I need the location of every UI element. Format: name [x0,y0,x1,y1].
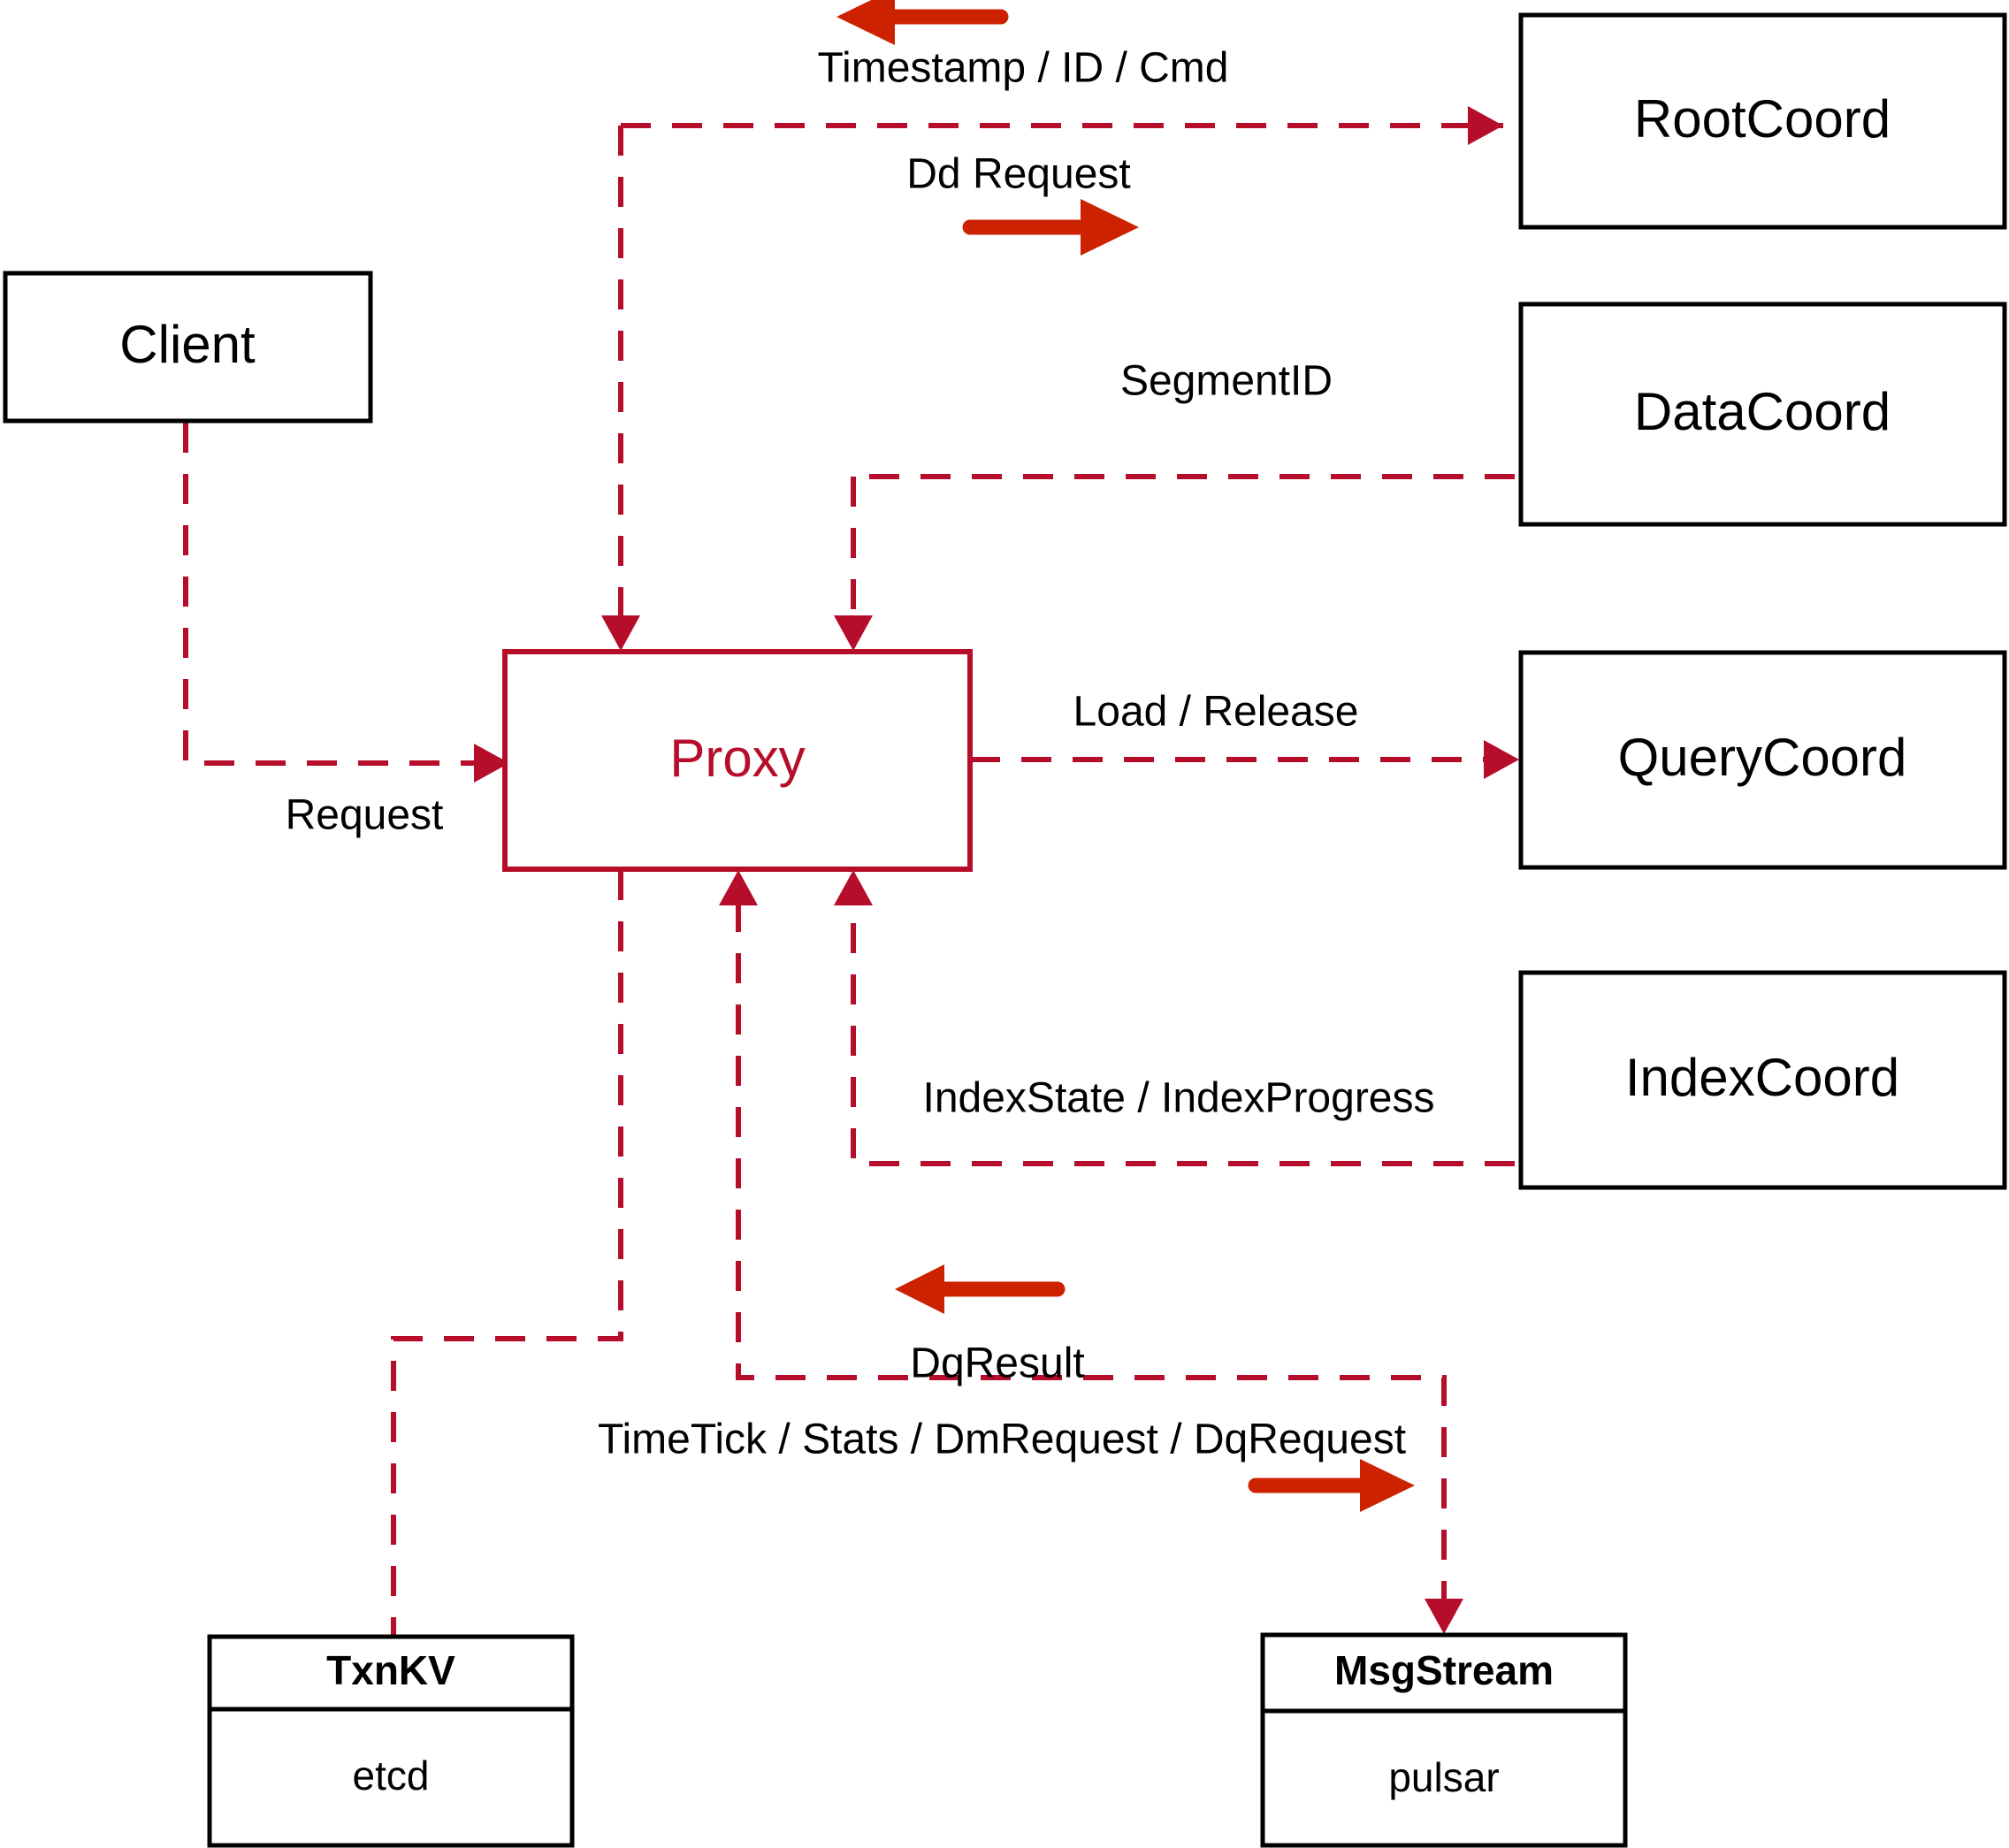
node-rootcoord[interactable]: RootCoord [1518,12,2007,230]
edge-label-request: Request [286,792,444,839]
edge-label-timestamp-id-cmd: Timestamp / ID / Cmd [818,45,1229,92]
arrowhead-querycoord [1484,740,1519,779]
datacoord-box[interactable] [1518,302,2007,527]
indexcoord-box[interactable] [1518,970,2007,1190]
flow-arrow-timestamp-left [836,0,1009,45]
indexcoord-label: IndexCoord [1625,1048,1899,1107]
node-client[interactable]: Client [3,271,373,424]
edge-label-segment-id: SegmentID [1120,358,1333,405]
edge-label-timetick-stats: TimeTick / Stats / DmRequest / DqRequest [598,1417,1406,1463]
flow-arrow-dd-request-right [962,199,1139,256]
arrowhead-proxy-top-right [834,615,873,651]
edge-label-dq-result: DqResult [910,1340,1084,1387]
flow-arrow-timetick-right [1248,1459,1415,1512]
arrowhead-proxy-bottom-mid [719,870,758,905]
edge-path-indexcoord [851,902,1515,1166]
edge-path-msgstream [736,902,1447,1609]
node-txnkv[interactable]: TxnKV etcd [207,1634,575,1848]
querycoord-box[interactable] [1518,650,2007,870]
msgstream-label: MsgStream [1334,1647,1554,1693]
arrowhead-proxy-left [474,744,509,783]
client-label: Client [119,315,256,374]
arrowhead-msgstream [1425,1599,1463,1634]
rootcoord-box[interactable] [1518,12,2007,230]
node-datacoord[interactable]: DataCoord [1518,302,2007,527]
edge-path-txnkv [391,870,623,1637]
client-box[interactable] [3,271,373,424]
txnkv-box[interactable] [207,1634,575,1848]
node-msgstream[interactable]: MsgStream pulsar [1260,1632,1628,1848]
edge-label-dd-request: Dd Request [906,151,1130,198]
node-querycoord[interactable]: QueryCoord [1518,650,2007,870]
node-proxy[interactable]: Proxy [502,649,973,872]
proxy-label: Proxy [669,729,805,788]
proxy-box[interactable] [502,649,973,872]
arrowhead-rootcoord [1468,106,1503,145]
datacoord-label: DataCoord [1634,382,1891,441]
arrowhead-proxy-top-left [601,615,640,651]
edge-label-index-state-progress: IndexState / IndexProgress [923,1075,1435,1122]
node-indexcoord[interactable]: IndexCoord [1518,970,2007,1190]
flow-arrow-dqresult-left [895,1264,1066,1314]
arrowhead-proxy-bottom-right [834,870,873,905]
edge-label-load-release: Load / Release [1073,689,1359,736]
txnkv-impl-label: etcd [353,1753,430,1798]
msgstream-box[interactable] [1260,1632,1628,1848]
edge-path-request [183,423,477,766]
querycoord-label: QueryCoord [1618,728,1907,787]
txnkv-label: TxnKV [326,1647,455,1693]
rootcoord-label: RootCoord [1634,89,1891,149]
msgstream-impl-label: pulsar [1388,1754,1499,1800]
